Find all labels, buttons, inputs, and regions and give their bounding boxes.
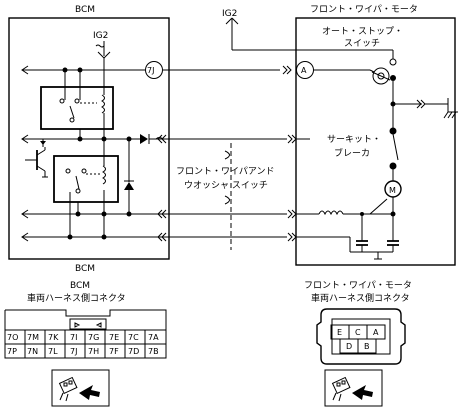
transistor xyxy=(25,139,48,178)
bcm-pin: 7A xyxy=(148,333,159,342)
relay-1 xyxy=(40,86,114,130)
bcm-pin: 7E xyxy=(109,333,119,342)
bcm-pin: 7M xyxy=(27,333,39,342)
bcm-pin: 7F xyxy=(109,347,119,356)
bcm-pin: 7L xyxy=(48,347,58,356)
switch-label-1: フロント・ワイパアンド xyxy=(176,166,274,177)
bcm-connector: 7O 7M 7K 7I 7G 7E 7C 7A 7P 7N 7L 7J 7H 7… xyxy=(4,309,167,359)
auto-stop-cam xyxy=(372,67,390,85)
bcm-pin: 7B xyxy=(148,347,159,356)
motor-pin: B xyxy=(364,342,370,351)
motor-connector: E C A D B xyxy=(316,308,406,365)
bcm-pin: 7I xyxy=(70,333,77,342)
bcm-pin: 7P xyxy=(7,347,17,356)
bcm-bottom-label: BCM xyxy=(75,264,95,274)
motor-pin: C xyxy=(355,328,361,337)
bcm-connector-icon xyxy=(51,369,110,407)
circuit-breaker-contact-2 xyxy=(389,162,397,170)
terminal-7j xyxy=(145,61,163,79)
bcm-pin: 7G xyxy=(88,333,99,342)
terminal-7j-label: 7J xyxy=(147,66,154,75)
relay-2 xyxy=(53,155,119,203)
switch-label-2: ウオッシャ スイッチ xyxy=(184,180,268,191)
bcm-pin: 7O xyxy=(7,333,18,342)
motor-connector-icon xyxy=(324,369,383,407)
motor-pin: E xyxy=(337,328,342,337)
circuit-breaker-label-1: サーキット・ xyxy=(327,134,381,145)
circuit-breaker-label-2: ブレーカ xyxy=(334,147,370,159)
bcm-pin: 7J xyxy=(70,347,77,356)
auto-stop-label-2: スイッチ xyxy=(344,38,380,49)
bcm-connector-label-2: 車両ハーネス側コネクタ xyxy=(27,292,126,304)
bcm-pin: 7H xyxy=(88,347,99,356)
motor-pin: A xyxy=(373,328,379,337)
circuit-breaker-contact-1 xyxy=(389,127,397,135)
motor-connector-label-1: フロント・ワイパ・モータ xyxy=(304,280,412,291)
bcm-connector-label-1: BCM xyxy=(70,281,90,291)
motor-pin: D xyxy=(346,342,352,351)
bcm-pin: 7N xyxy=(27,347,38,356)
diode-2 xyxy=(124,182,134,190)
motor-title: フロント・ワイパ・モータ xyxy=(310,4,418,15)
ig2-top-label: IG2 xyxy=(222,9,237,19)
bcm-pin: 7C xyxy=(128,333,139,342)
bcm-pin: 7D xyxy=(128,347,139,356)
motor-symbol-label: M xyxy=(389,186,396,195)
bcm-pin: 7K xyxy=(48,333,59,342)
auto-stop-label-1: オート・ストップ・ xyxy=(322,26,403,37)
ground-symbol xyxy=(416,98,458,119)
inductor xyxy=(318,210,344,216)
ig2-inner-label: IG2 xyxy=(93,31,108,41)
bcm-title: BCM xyxy=(75,5,95,15)
diode-1 xyxy=(140,134,148,144)
motor-connector-label-2: 車両ハーネス側コネクタ xyxy=(311,292,410,304)
wiper-motor-box xyxy=(295,17,456,266)
terminal-a-label: A xyxy=(301,66,307,75)
